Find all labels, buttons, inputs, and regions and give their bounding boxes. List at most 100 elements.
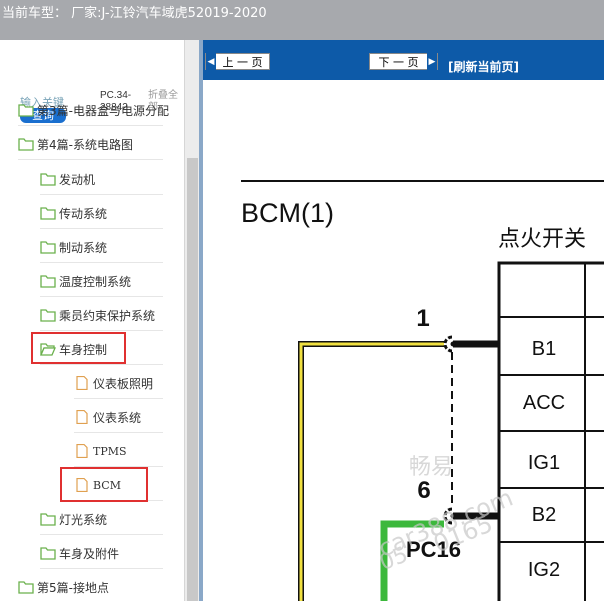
tree-item[interactable]: BCM <box>74 472 121 498</box>
watermark-text: 畅易 <box>409 455 453 480</box>
next-page-button[interactable]: 下 一 页 ▶ <box>369 53 438 70</box>
pin-6-connector <box>443 507 453 525</box>
pin-ig1-label: IG1 <box>528 452 560 474</box>
tree-separator <box>40 296 163 297</box>
tree-item[interactable]: 制动系统 <box>40 234 107 260</box>
pane-divider[interactable] <box>199 40 203 601</box>
tree-separator <box>74 432 163 433</box>
tree-separator <box>18 159 163 160</box>
window-title: 当前车型： 厂家:J-江铃汽车域虎52019-2020 <box>2 6 267 21</box>
wire-green <box>380 520 444 601</box>
pin-acc-label: ACC <box>523 392 565 414</box>
tree-item[interactable]: 仪表系统 <box>74 404 141 430</box>
right-arrow-icon: ▶ <box>427 53 437 70</box>
tree-separator <box>18 125 163 126</box>
tree-item[interactable]: 温度控制系统 <box>40 268 131 294</box>
tree-separator <box>40 194 163 195</box>
document-icon <box>74 409 90 425</box>
prev-page-button[interactable]: ◀ 上 一 页 <box>205 53 270 70</box>
folder-icon <box>18 137 34 151</box>
tree-item[interactable]: TPMS <box>74 438 127 464</box>
model-code: PC.34- 28342 <box>100 90 131 114</box>
tree-item-label: 车身及附件 <box>59 546 120 561</box>
folder-icon <box>40 172 56 186</box>
folder-icon <box>40 512 56 526</box>
model-code-line1: PC.34- <box>100 90 132 101</box>
tree-item-label: 第5篇-接地点 <box>37 580 109 595</box>
tree-item[interactable]: 仪表板照明 <box>74 370 153 396</box>
collapse-all-button[interactable]: 折叠全 部 <box>148 90 178 114</box>
folder-icon <box>18 580 34 594</box>
tree-item-label: 发动机 <box>59 172 96 187</box>
collapse-all-line2: 部 <box>148 102 158 113</box>
tree-separator <box>40 364 163 365</box>
tree-item-label: 车身控制 <box>59 342 108 357</box>
tree-separator <box>74 466 163 467</box>
scrollbar-thumb[interactable] <box>187 158 198 601</box>
folder-icon <box>40 308 56 322</box>
pin-1-connector <box>443 335 453 353</box>
pin-1-number: 1 <box>416 305 429 332</box>
folder-icon <box>18 103 34 117</box>
sidebar: 输入关键 查询 PC.34- 28342 折叠全 部 第3篇-电器盒与电源分配第… <box>0 40 199 601</box>
tree-item[interactable]: 第3篇-电器盒与电源分配 <box>18 97 169 123</box>
diagram-title: BCM(1) <box>241 198 334 228</box>
tree-item[interactable]: 传动系统 <box>40 200 107 226</box>
next-page-label: 下 一 页 <box>378 55 419 69</box>
search-input[interactable]: 输入关键 <box>20 96 64 109</box>
tree-item-label: BCM <box>93 478 121 492</box>
ignition-switch-box <box>497 261 604 601</box>
folder-icon <box>40 206 56 220</box>
highlight-box <box>60 467 148 502</box>
tree-item-label: 乘员约束保护系统 <box>59 308 156 323</box>
tree-item-label: 第3篇-电器盒与电源分配 <box>37 103 169 118</box>
wiring-diagram: BCM(1) 点火开关 B1 ACC IG1 B2 IG2 1 6 PC16 畅… <box>241 180 604 601</box>
tree-item[interactable]: 车身控制 <box>40 336 107 362</box>
tree-item-label: 灯光系统 <box>59 512 108 527</box>
left-arrow-icon: ◀ <box>206 53 216 70</box>
prev-page-label: 上 一 页 <box>222 55 263 69</box>
title-bar: 当前车型： 厂家:J-江铃汽车域虎52019-2020 <box>0 0 604 40</box>
ignition-switch-label: 点火开关 <box>498 227 586 252</box>
sidebar-scrollbar[interactable] <box>184 40 199 601</box>
folder-icon <box>40 274 56 288</box>
tree-item-label: 制动系统 <box>59 240 108 255</box>
diagram-viewer: BCM(1) 点火开关 B1 ACC IG1 B2 IG2 1 6 PC16 畅… <box>203 80 604 601</box>
tree-separator <box>40 262 163 263</box>
document-icon <box>74 375 90 391</box>
folder-icon <box>40 240 56 254</box>
page-toolbar: ◀ 上 一 页 下 一 页 ▶ <box>203 40 604 80</box>
highlight-box <box>31 332 126 364</box>
tree-separator <box>74 398 163 399</box>
tree-item[interactable]: 发动机 <box>40 166 95 192</box>
pin-6-dot <box>450 513 456 519</box>
tree-item-label: 仪表系统 <box>93 410 142 425</box>
tree-item-label: 仪表板照明 <box>93 376 154 391</box>
tree-item[interactable]: 第5篇-接地点 <box>18 574 109 600</box>
collapse-all-line1: 折叠全 <box>148 90 178 101</box>
tree-separator <box>40 534 163 535</box>
connector-pc16-label: PC16 <box>406 537 461 562</box>
pin-1-dot <box>450 341 456 347</box>
folder-open-icon <box>40 342 56 356</box>
pin-6-number: 6 <box>417 477 430 504</box>
tree-item-label: 第4篇-系统电路图 <box>37 137 133 152</box>
tree-item-label: 温度控制系统 <box>59 274 132 289</box>
document-icon <box>74 443 90 459</box>
tree-separator <box>40 568 163 569</box>
pin-b2-label: B2 <box>532 504 556 526</box>
document-icon <box>74 477 90 493</box>
tree-item-label: TPMS <box>93 444 127 458</box>
model-code-line2: 28342 <box>100 102 128 113</box>
tree-item-label: 传动系统 <box>59 206 108 221</box>
tree-item[interactable]: 乘员约束保护系统 <box>40 302 155 328</box>
pin-b1-label: B1 <box>532 338 556 360</box>
tree-separator <box>40 228 163 229</box>
pin-ig2-label: IG2 <box>528 559 560 581</box>
tree-item[interactable]: 第4篇-系统电路图 <box>18 131 133 157</box>
tree-item[interactable]: 车身及附件 <box>40 540 119 566</box>
refresh-link[interactable]: [刷新当前页] <box>448 60 519 74</box>
wire-yellow <box>299 342 444 601</box>
tree-item[interactable]: 灯光系统 <box>40 506 107 532</box>
folder-icon <box>40 546 56 560</box>
